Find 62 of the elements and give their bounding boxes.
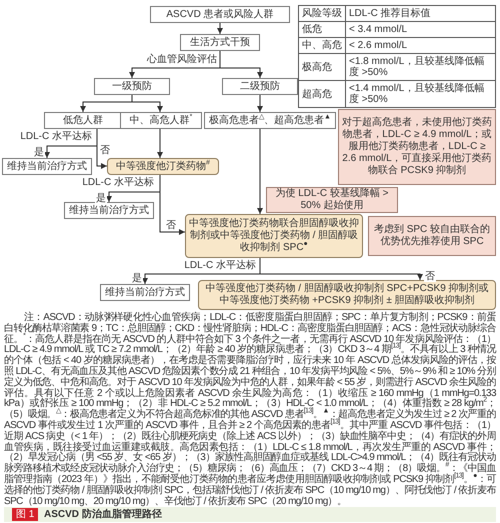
box-label: 维持当前治疗方式 — [69, 204, 149, 216]
box-label: 中等强度他汀类药物 / 胆固醇吸收抑制剂 SPC+PCSK9 抑制剂或中等强度他汀类药物 +PCSK9 抑制剂 ± 胆固醇吸收抑制剂 — [204, 283, 490, 307]
table-cell: 中、高危 — [298, 38, 346, 54]
process-box — [204, 112, 336, 129]
arrow — [260, 258, 423, 280]
footnote-paragraph: 注：ASCVD：动脉粥样硬化性心血管疾病；LDL-C：低密度脂蛋白胆固醇；SPC：单片复方制剂；PCSK9：前蛋白转化酶枯草溶菌素 9；TC：总胆固醇；CKD：慢性肾脏病；HDL-C：高密度脂蛋白胆固醇；ACS：急性冠状动脉综合征。$^{*}$：高危人群是指在尚无 ASCVD 的人群中符合如下 3 个条件之一者，无需再行 ASCVD 10 年发病风险评估：（1）LDL-C ≥ 4.9 mmol/L 或 TC ≥ 7.2 mmol/L；（2）年龄 ≥ 40 岁的糖尿病患者；（3）CKD 3～4 期$^{[13]}$。不具有以上 3 种情况的个体（包括 < 40 岁的糖尿病患者），在考虑是否需要降脂治疗时，应行未来 10 年 ASCVD 总体发病风险的评估，按照 LDL-C、有无高血压及其他 ASCVD 危险因素个数分成 21 种组合，10 年发病平均风险 < 5%、5%～9% 和 ≥ 10% 分别定义为低危、中危和高危。对于 ASCVD 10 年发病风险为中危的人群，如果年龄 < 55 岁，则需进行 ASCVD 余生风险的评估。具有以下任意 2 个或以上危险因素者 ASCVD 余生风险为高危：（1）收缩压 ≥ 160 mmHg（1 mmHg=0.133 kPa）或舒张压 ≥ 100 mmHg；（2）非 HDL-C ≥ 5.2 mmol/L；（3）HDL-C < 1.0 mmol/L；（4）体重指数 ≥ 28 kg/m$^{2}$；（5）吸烟。$^{△}$：极高危患者定义为不符合超高危标准的其他 ASCVD 患者$^{[13]}$。$^{▲}$：超高危患者定义为发生过 ≥ 2 次严重的 ASCVD 事件或发生过 1 次严重的 ASCVD 事件，且合并 ≥ 2 个高危因素的患者$^{[13]}$。其中严重 ASCVD 事件包括：（1）近期 ACS 病史（< 1 年）；（2）既往心肌梗死病史（除上述 ACS 以外）；（3）缺血性脑卒中史；（4）有症状的外周血管疾病，既往接受过血运重建或截肢。高危因素包括：（1）LDL-C ≤ 1.8 mmol/L，再次发生严重的 ASCVD 事件；（2）早发冠心病（男 <55 岁、女 <65 岁）；（3）家族性高胆固醇血症或基线 LDL-C>4.9 mmol/L；（4）既往有冠状动脉旁路移植术或经皮冠状动脉介入治疗史；（5）糖尿病；（6）高血压；（7）CKD 3～4 期；（8）吸烟。$^{#}$：《中国血脂管理指南（2023 年）》指出，不能耐受他汀类药物的患者应考虑使用胆固醇吸收抑制剂或 PCSK9 抑制剂$^{[13]}$。$^{●}$：可选择的他汀类药物 / 胆固醇吸收抑制剂 SPC，包括瑞舒伐他汀 / 依折麦布 SPC（10 mg/10 mg）、阿托伐他汀 / 依折麦布 SPC（10 mg/10 mg、20 mg/10 mg）、辛伐他汀 / 依折麦布 SPC（20 mg/10 mg）。 — [4, 313, 496, 508]
box-label: 一级预防 — [112, 80, 152, 92]
arrow — [257, 128, 263, 214]
box-label: 中等强度他汀类药物$^{#}$ — [116, 160, 210, 172]
figure-tag: 图 1 — [12, 508, 38, 521]
process-box — [2, 158, 92, 175]
process-box — [44, 112, 122, 129]
table-cell: 低危 — [298, 22, 346, 38]
edge-label: 否 — [424, 271, 436, 282]
note-box — [338, 109, 496, 185]
note-box — [368, 216, 496, 256]
edge-label: 是 — [33, 147, 45, 158]
process-box — [150, 6, 290, 23]
process-box — [120, 112, 202, 129]
box-label: 生活方式干预 — [190, 36, 250, 48]
figure-caption: ASCVD 防治血脂管理路径 — [44, 508, 162, 521]
box-label: 极高危患者$^{△}$、超高危患者$^{▲}$ — [209, 114, 331, 126]
edge-label: 否 — [165, 220, 177, 231]
treatment-box — [107, 158, 219, 175]
condition-label: LDL-C 水平达标 — [81, 177, 154, 188]
note-box — [266, 187, 398, 213]
edge-label: 是 — [131, 273, 143, 284]
arrow — [96, 128, 108, 169]
box-label: 低危人群 — [63, 114, 103, 126]
condition-label: LDL-C 水平达标 — [19, 131, 92, 142]
process-box — [64, 202, 154, 219]
box-label: 二级预防 — [240, 80, 280, 92]
box-label: 维持当前治疗方式 — [7, 160, 87, 172]
treatment-box — [198, 280, 496, 310]
arrow — [257, 94, 263, 112]
box-label: 中、高危人群$^{*}$ — [130, 114, 192, 126]
process-box — [180, 34, 260, 51]
arrow — [160, 174, 186, 235]
box-label: ASCVD 患者或风险人群 — [166, 8, 274, 20]
arrow — [220, 50, 263, 78]
table-cell: 风险等级 — [298, 6, 346, 22]
edge-label: 否 — [99, 145, 111, 156]
process-box — [222, 78, 298, 95]
table-cell: LDL-C 推荐目标值 — [346, 6, 496, 22]
table-cell: <1.8 mmol/L，且较基线降低幅度 >50% — [346, 54, 496, 80]
table-cell: 超高危 — [298, 80, 346, 108]
process-box — [100, 284, 190, 301]
condition-label: LDL-C 水平达标 — [183, 260, 256, 271]
table-cell: < 3.4 mmol/L — [346, 22, 496, 38]
table-cell: <1.4 mmol/L，且较基线降低幅度 >50% — [346, 80, 496, 108]
box-label: 考虑到 SPC 较自由联合的优势优先推荐使用 SPC — [372, 224, 492, 248]
box-label: 维持当前治疗方式 — [105, 286, 185, 298]
box-label: 为使 LDL-C 较基线降幅 > 50% 起始使用 — [274, 188, 390, 212]
arrow — [157, 128, 163, 158]
table-cell: < 2.6 mmol/L — [346, 38, 496, 54]
arrow — [217, 22, 223, 34]
table-cell: 极高危 — [298, 54, 346, 80]
box-label: 中等强度他汀类药物联合胆固醇吸收抑制剂或中等强度他汀类药物 / 胆固醇吸收抑制剂 SPC$^{●}$ — [189, 218, 359, 254]
process-box — [94, 78, 170, 95]
arrow — [132, 94, 163, 112]
box-label: 对于超高危患者，未使用他汀类药物患者，LDL-C ≥ 4.9 mmol/L；或服用他汀类药物患者，LDL-C ≥ 2.6 mmol/L，可直接采用他汀类药物联合 PCSK9 抑制剂 — [342, 117, 492, 177]
edge-label: 是 — [95, 193, 107, 204]
